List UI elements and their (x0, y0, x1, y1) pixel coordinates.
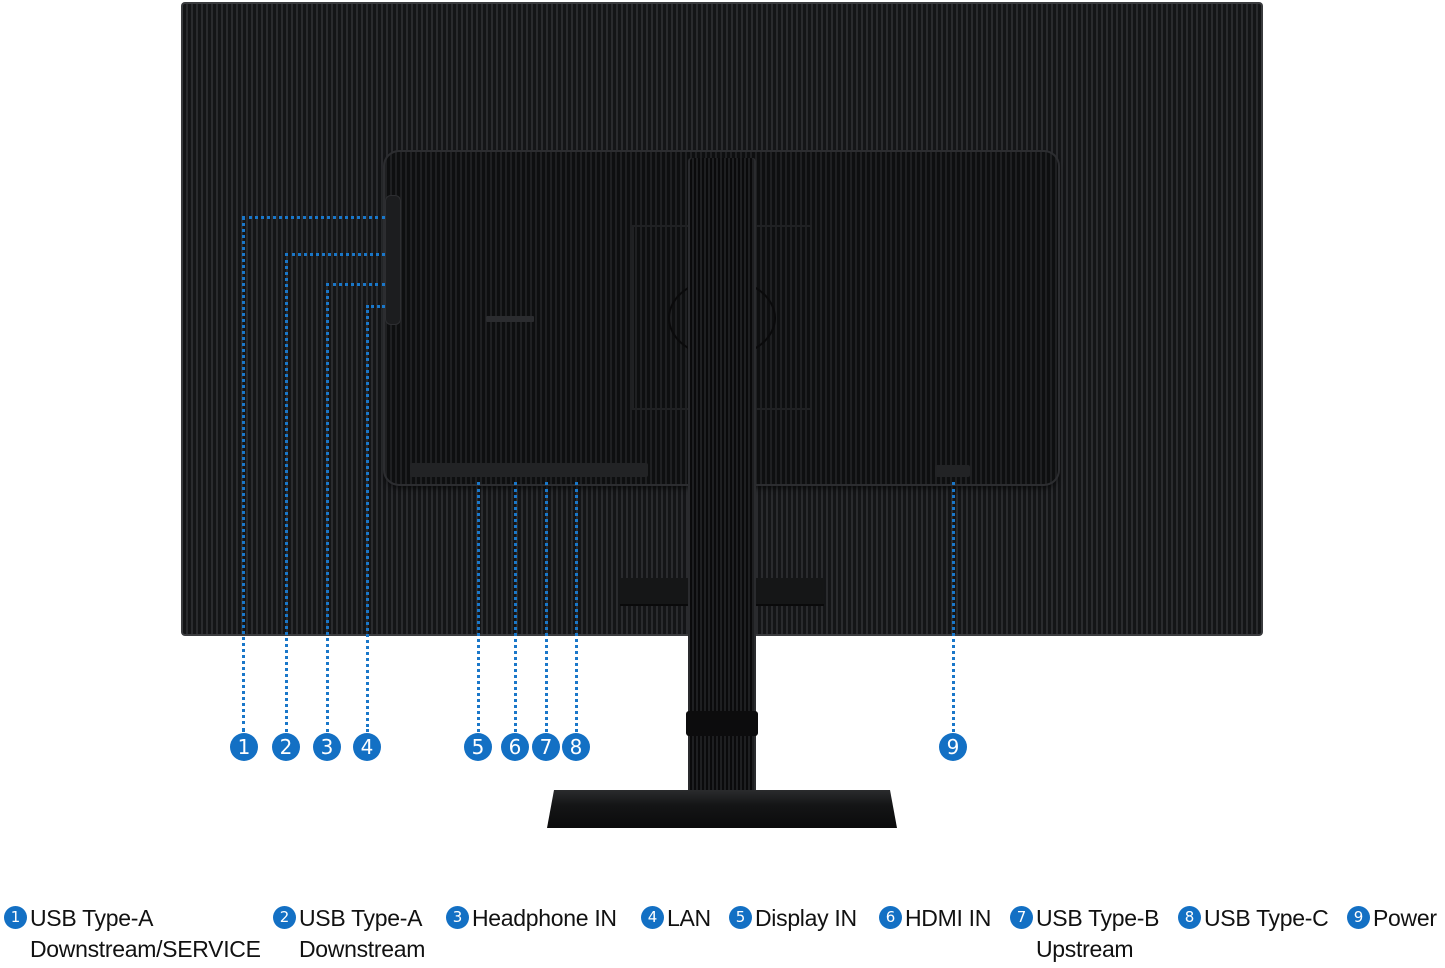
marker-3: 3 (313, 733, 341, 761)
legend-item-3: 3 Headphone IN (446, 903, 617, 934)
legend-badge-4: 4 (641, 906, 664, 929)
brand-logo (486, 316, 534, 322)
legend-item-8: 8 USB Type-C (1178, 903, 1329, 934)
legend-item-9: 9 Power (1347, 903, 1437, 934)
legend-badge-1: 1 (4, 906, 27, 929)
side-port-strip (385, 195, 401, 325)
leader-line-2 (285, 253, 385, 256)
bottom-port-strip (410, 463, 648, 477)
legend-item-1: 1 USB Type-A Downstream/SERVICE (4, 903, 261, 965)
legend-item-2: 2 USB Type-A Downstream (273, 903, 425, 965)
leader-line-3 (326, 283, 329, 732)
legend-badge-6: 6 (879, 906, 902, 929)
leader-line-8 (575, 482, 578, 732)
legend-item-7: 7 USB Type-B Upstream (1010, 903, 1159, 965)
legend-badge-3: 3 (446, 906, 469, 929)
leader-line-9 (952, 482, 955, 732)
power-port (935, 465, 970, 477)
legend-item-5: 5 Display IN (729, 903, 857, 934)
legend-label-6: HDMI IN (905, 905, 992, 931)
marker-9: 9 (939, 733, 967, 761)
legend-label-1: USB Type-A Downstream/SERVICE (30, 905, 261, 962)
leader-line-4 (366, 305, 385, 308)
leader-line-7 (545, 482, 548, 732)
legend-badge-5: 5 (729, 906, 752, 929)
legend-label-9: Power (1373, 905, 1437, 931)
legend-badge-9: 9 (1347, 906, 1370, 929)
marker-2: 2 (272, 733, 300, 761)
leader-line-6 (514, 482, 517, 732)
legend-item-4: 4 LAN (641, 903, 711, 934)
marker-6: 6 (501, 733, 529, 761)
legend-label-5: Display IN (755, 905, 857, 931)
stand-base (547, 790, 897, 828)
marker-5: 5 (464, 733, 492, 761)
leader-line-1 (242, 216, 245, 732)
leader-line-3 (326, 283, 385, 286)
legend-badge-7: 7 (1010, 906, 1033, 929)
legend-badge-2: 2 (273, 906, 296, 929)
legend-label-2: USB Type-A Downstream (299, 905, 426, 962)
marker-7: 7 (532, 733, 560, 761)
legend-label-4: LAN (667, 905, 711, 931)
marker-1: 1 (230, 733, 258, 761)
leader-line-5 (477, 482, 480, 732)
leader-line-4 (366, 305, 369, 732)
marker-8: 8 (562, 733, 590, 761)
marker-4: 4 (353, 733, 381, 761)
legend-badge-8: 8 (1178, 906, 1201, 929)
port-legend: 1 USB Type-A Downstream/SERVICE 2 USB Ty… (0, 903, 1445, 968)
legend-label-3: Headphone IN (472, 905, 617, 931)
cable-clip (686, 711, 758, 736)
legend-label-8: USB Type-C (1204, 905, 1329, 931)
leader-line-1 (242, 216, 385, 219)
leader-line-2 (285, 253, 288, 732)
legend-label-7: USB Type-B Upstream (1036, 905, 1160, 962)
legend-item-6: 6 HDMI IN (879, 903, 991, 934)
